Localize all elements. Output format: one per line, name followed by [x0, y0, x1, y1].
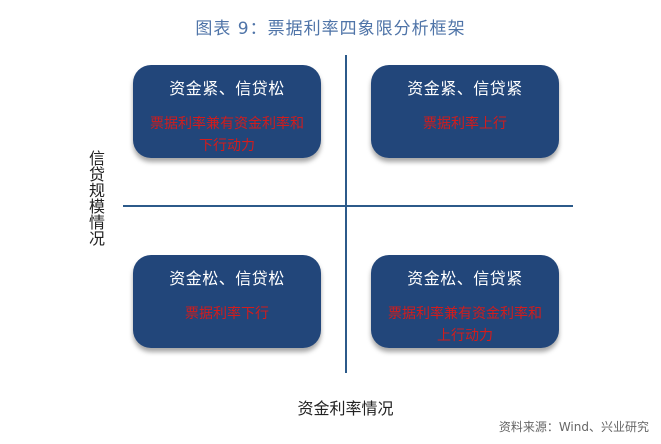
quadrant-top-left: 资金紧、信贷松 票据利率兼有资金利率和下行动力 [133, 65, 321, 158]
quadrant-description: 票据利率兼有资金利率和上行动力 [388, 306, 542, 344]
y-axis-label: 信贷规模情况 [86, 150, 105, 246]
vertical-axis-line [345, 55, 347, 373]
quadrant-description: 票据利率下行 [185, 306, 269, 322]
quadrant-top-right: 资金紧、信贷紧 票据利率上行 [371, 65, 559, 158]
quadrant-heading: 资金松、信贷紧 [407, 269, 523, 288]
quadrant-bottom-left: 资金松、信贷松 票据利率下行 [133, 255, 321, 348]
source-note: 资料来源：Wind、兴业研究 [498, 420, 649, 434]
figure-title: 图表 9：票据利率四象限分析框架 [195, 19, 466, 39]
x-axis-label: 资金利率情况 [297, 399, 394, 418]
quadrant-heading: 资金紧、信贷紧 [407, 79, 523, 98]
quadrant-bottom-right: 资金松、信贷紧 票据利率兼有资金利率和上行动力 [371, 255, 559, 348]
quadrant-description: 票据利率兼有资金利率和下行动力 [150, 116, 304, 154]
quadrant-description: 票据利率上行 [423, 116, 507, 132]
quadrant-heading: 资金松、信贷松 [169, 269, 285, 288]
quadrant-heading: 资金紧、信贷松 [169, 79, 285, 98]
horizontal-axis-line [123, 205, 573, 207]
